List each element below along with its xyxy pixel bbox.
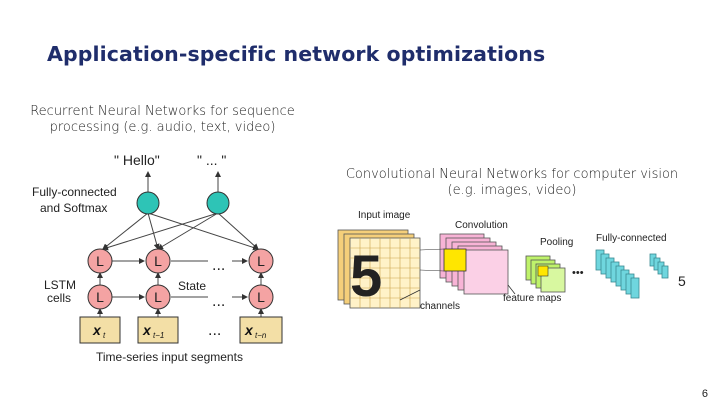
input-box-t-1: x t−1 bbox=[137, 316, 179, 344]
cnn-output-digit: 5 bbox=[678, 273, 686, 289]
rnn-caption-line1: Recurrent Neural Networks for sequence bbox=[30, 104, 295, 119]
input-box-t-n: x t−n bbox=[239, 316, 283, 344]
lstm-cell-letter: L bbox=[96, 253, 104, 269]
lstm-cell: L bbox=[145, 284, 171, 310]
cnn-dots: ••• bbox=[572, 267, 584, 279]
rnn-dots-input: ... bbox=[208, 322, 221, 339]
softmax-node-1 bbox=[136, 191, 160, 215]
lstm-cell-letter: L bbox=[154, 253, 162, 269]
lstm-state-links bbox=[112, 258, 248, 300]
cnn-label-input-image: Input image bbox=[358, 210, 411, 221]
cnn-label-channels: channels bbox=[420, 301, 460, 312]
time-series-label: Time-series input segments bbox=[96, 350, 243, 364]
lstm-label-1: LSTM bbox=[44, 278, 76, 292]
lstm-cell: L bbox=[87, 284, 113, 310]
cnn-label-pooling: Pooling bbox=[540, 237, 573, 248]
rnn-caption-line2: processing (e.g. audio, text, video) bbox=[49, 120, 276, 135]
cnn-fc-stack bbox=[595, 249, 640, 299]
fc-connections bbox=[102, 171, 259, 251]
page-number: 6 bbox=[701, 388, 708, 400]
pool-highlight bbox=[537, 265, 549, 277]
lstm-cell: L bbox=[248, 248, 274, 274]
input-sub-tn: t−n bbox=[255, 331, 267, 340]
cnn-output-stack bbox=[649, 253, 669, 279]
slide-title: Application-specific network optimizatio… bbox=[47, 42, 546, 66]
fc-softmax-label-2: and Softmax bbox=[40, 201, 107, 215]
lstm-cell-letter: L bbox=[154, 289, 162, 305]
state-label: State bbox=[178, 279, 206, 293]
input-box-t: x t bbox=[79, 316, 121, 344]
cnn-input-stack: 5 bbox=[337, 229, 421, 309]
rnn-caption: Recurrent Neural Networks for sequence p… bbox=[10, 104, 315, 136]
cnn-caption-line1: Convolutional Neural Networks for comput… bbox=[345, 167, 679, 182]
lstm-cell: L bbox=[248, 284, 274, 310]
lstm-cell: L bbox=[145, 248, 171, 274]
input-sub-t1: t−1 bbox=[153, 331, 164, 340]
fc-softmax-label-1: Fully-connected bbox=[32, 185, 117, 199]
cnn-label-feature-maps: feature maps bbox=[503, 293, 561, 304]
lstm-label-2: cells bbox=[47, 291, 71, 305]
conv-highlight bbox=[443, 248, 467, 272]
input-x: x bbox=[142, 322, 152, 338]
input-x: x bbox=[244, 322, 254, 338]
lstm-vertical-links bbox=[97, 272, 264, 317]
input-x: x bbox=[92, 322, 102, 338]
cnn-label-fully-connected: Fully-connected bbox=[596, 233, 667, 244]
softmax-node-2 bbox=[206, 191, 230, 215]
cnn-label-convolution: Convolution bbox=[455, 220, 508, 231]
rnn-output-ellipsis: " ... " bbox=[197, 152, 226, 168]
conv-kernel-lines bbox=[419, 248, 445, 272]
input-sub-t: t bbox=[103, 331, 106, 340]
lstm-cell-letter: L bbox=[257, 289, 265, 305]
cnn-caption: Convolutional Neural Networks for comput… bbox=[327, 167, 697, 199]
cnn-caption-line2: (e.g. images, video) bbox=[447, 183, 577, 198]
rnn-dots-bottom: ... bbox=[212, 293, 225, 310]
rnn-dots-top: ... bbox=[212, 257, 225, 274]
lstm-cell: L bbox=[87, 248, 113, 274]
lstm-cell-letter: L bbox=[257, 253, 265, 269]
lstm-cell-letter: L bbox=[96, 289, 104, 305]
cnn-input-digit: 5 bbox=[350, 244, 382, 309]
rnn-output-hello: " Hello" bbox=[114, 152, 160, 168]
